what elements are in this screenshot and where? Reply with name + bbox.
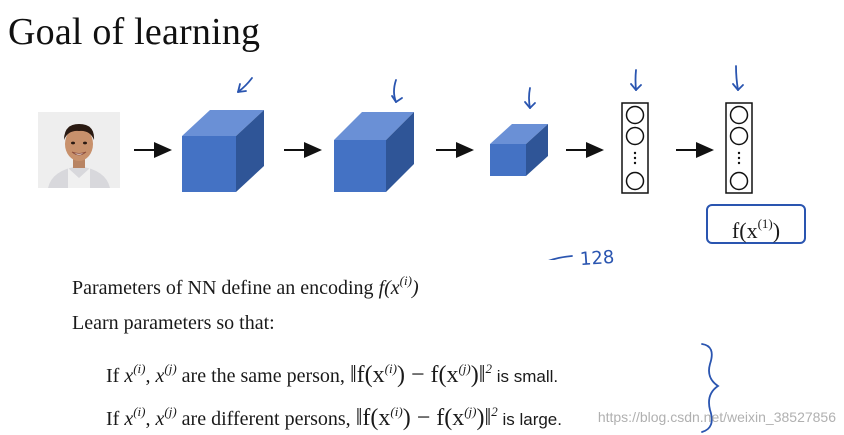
encoding-statement: Parameters of NN define an encoding f(x(… (72, 273, 419, 299)
fc-layer-2-encoding (725, 102, 753, 194)
handwritten-arrow-fc1 (630, 69, 642, 91)
handwritten-arrow-cube2 (391, 79, 403, 103)
handwritten-arrow-cube1 (237, 77, 253, 93)
encoding-output-label: f(x(1)) (706, 204, 806, 244)
different-person-condition: If x(i), x(j) are different persons, ‖f(… (106, 404, 562, 431)
fc-layer-1 (621, 102, 649, 194)
handwritten-brace (701, 343, 720, 433)
same-person-condition: If x(i), x(j) are the same person, ‖f(x(… (106, 361, 559, 388)
conv-volume-2 (334, 112, 414, 192)
handwritten-stroke-128 (548, 255, 573, 260)
slide-title: Goal of learning (8, 11, 261, 53)
conv-volume-1 (182, 110, 264, 192)
input-face-photo (38, 112, 120, 188)
handwritten-arrow-fc2 (732, 65, 744, 91)
conv-volume-3 (490, 124, 548, 176)
learn-parameters-statement: Learn parameters so that: (72, 312, 275, 334)
handwritten-arrow-cube3 (524, 87, 536, 109)
handwritten-128: 128 (579, 246, 616, 271)
watermark: https://blog.csdn.net/weixin_38527856 (597, 409, 836, 425)
network-diagram (134, 65, 753, 260)
